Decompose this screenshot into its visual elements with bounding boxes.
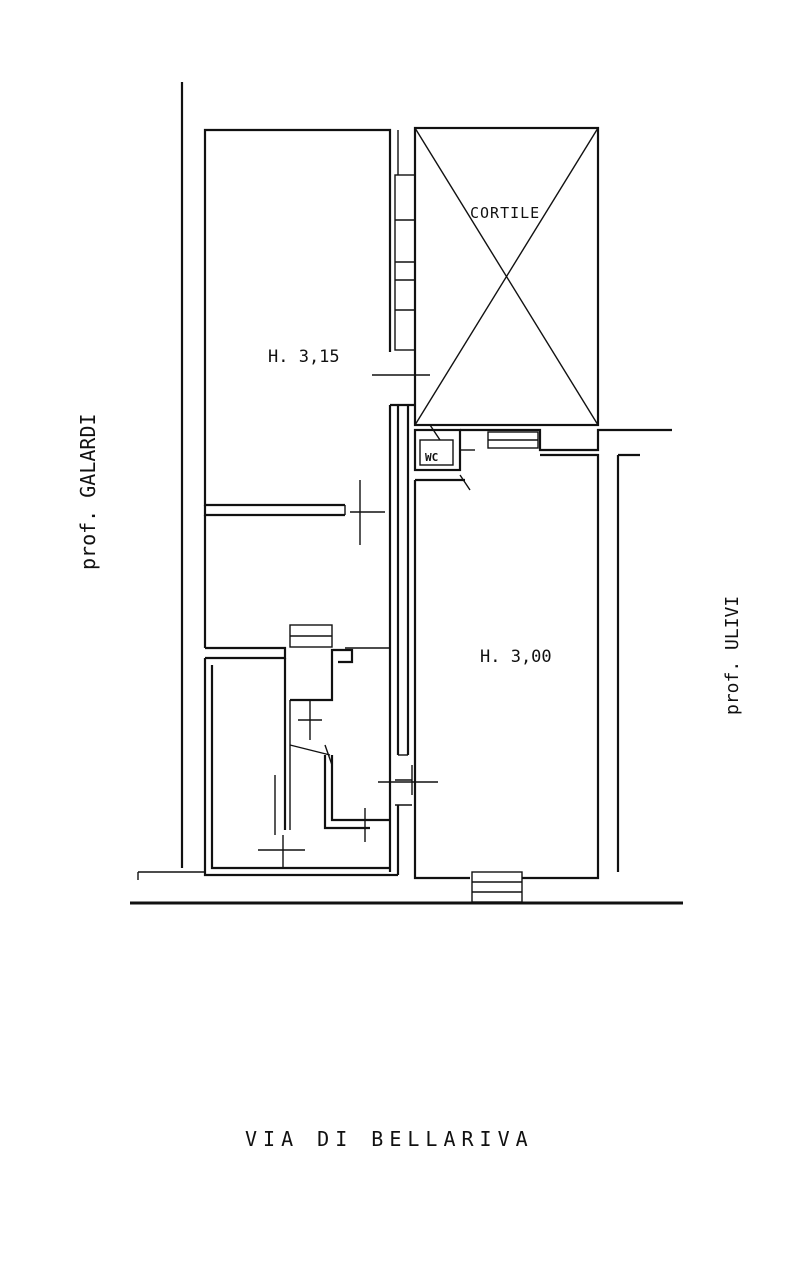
courtyard: CORTILE: [413, 126, 600, 427]
shop-height-label: H. 3,00: [480, 647, 552, 667]
courtyard-label: CORTILE: [470, 204, 540, 222]
right-boundary: [616, 453, 640, 872]
shop-room: H. 3,00: [413, 453, 600, 880]
street-line: [130, 871, 683, 905]
partition-window: [389, 130, 416, 351]
upper-wall: [460, 428, 672, 452]
staircase: [258, 624, 390, 868]
property-right-label: prof. ULIVI: [722, 596, 743, 715]
upper-room-height-label: H. 3,15: [268, 347, 340, 367]
corridor-walls: [378, 403, 438, 872]
street-label: VIA DI BELLARIVA: [245, 1127, 534, 1151]
room-middle-left: [203, 480, 390, 660]
room-upper-left: [203, 128, 392, 517]
wc-room: WC: [413, 424, 475, 491]
room-lower-left: [203, 658, 400, 877]
property-left-label: prof. GALARDI: [76, 413, 100, 570]
entrance-door: [471, 871, 523, 903]
wc-label: WC: [425, 451, 438, 464]
